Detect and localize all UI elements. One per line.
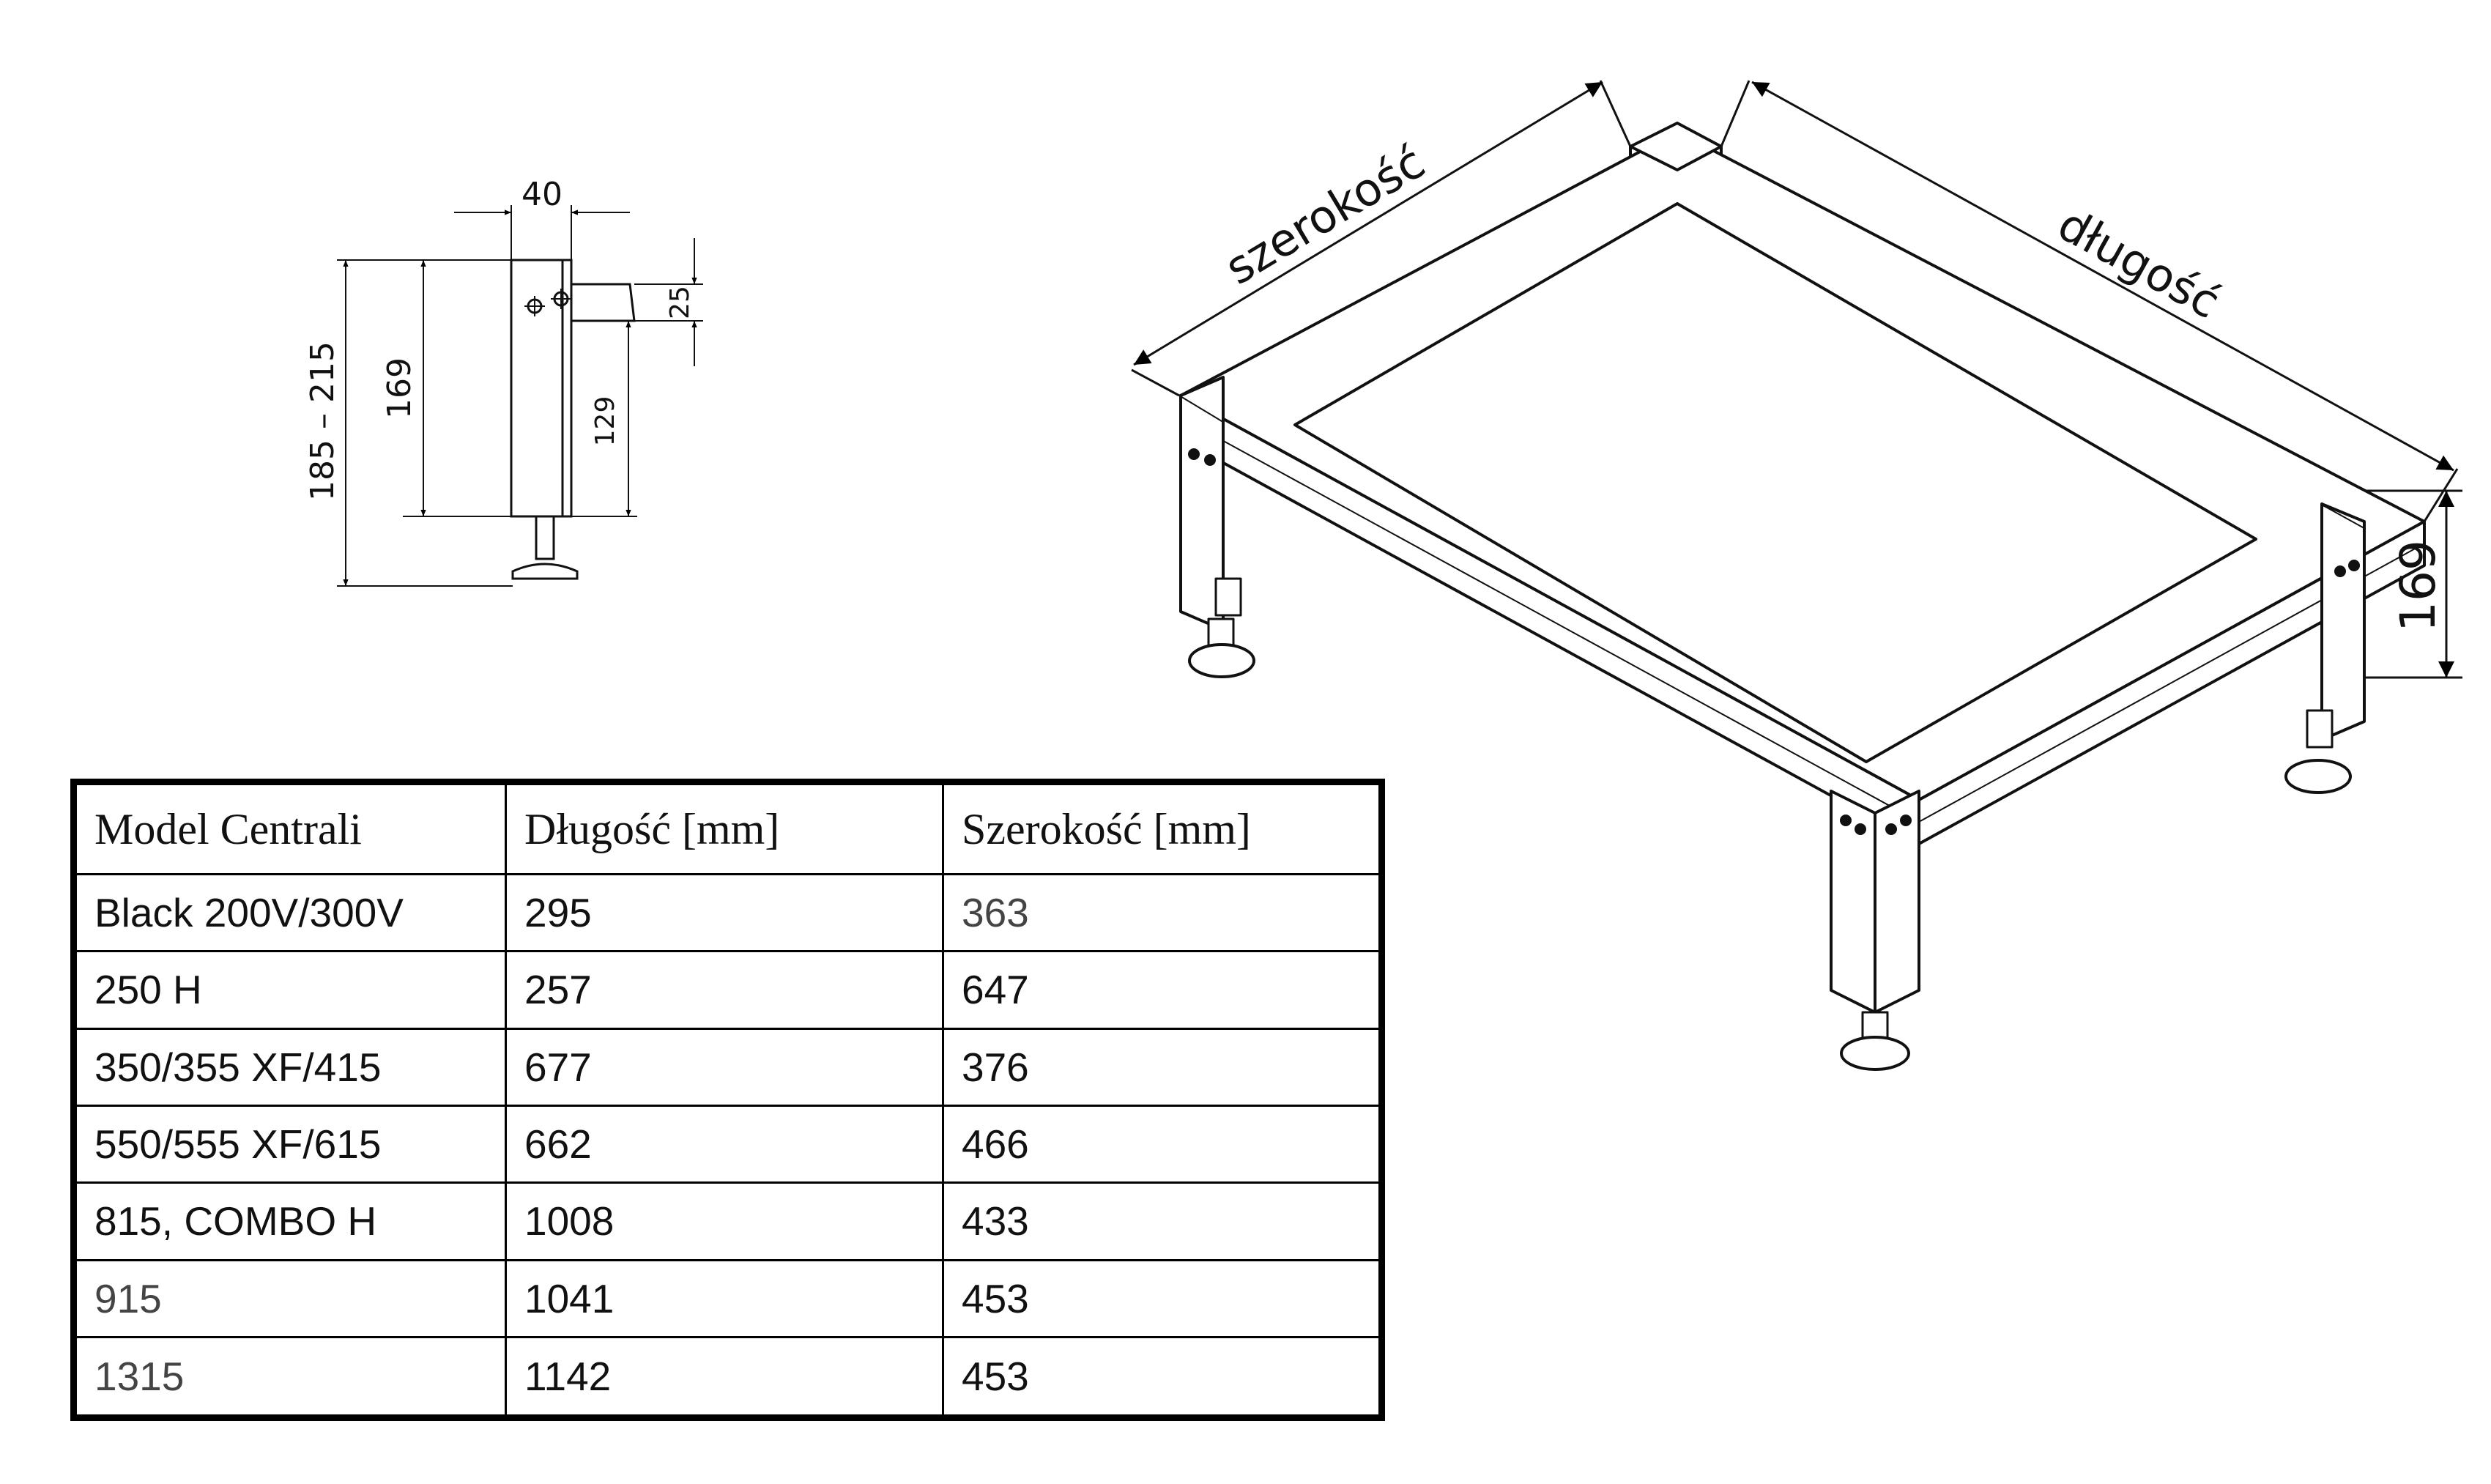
dim-total-range-label: 185 – 215: [304, 341, 341, 501]
cell-model: 250 H: [73, 950, 507, 1030]
table-row: 1315 1142 453: [73, 1335, 1383, 1420]
cell-model: Black 200V/300V: [73, 872, 507, 953]
cell-model: 915: [73, 1258, 507, 1338]
cell-width: 433: [942, 1181, 1383, 1261]
cell-width: 647: [942, 950, 1383, 1030]
foot-right: [2284, 759, 2352, 794]
table-row: 915 1041 453: [73, 1258, 1383, 1338]
iso-width-label: szerokość: [1216, 135, 1433, 295]
cell-length: 1041: [505, 1258, 944, 1338]
cell-length: 257: [505, 950, 944, 1030]
cell-width: 453: [942, 1258, 1383, 1338]
table-row: 815, COMBO H 1008 433: [73, 1181, 1383, 1261]
header-width: Szerokość [mm]: [942, 781, 1383, 875]
header-length: Długość [mm]: [505, 781, 944, 875]
cell-width: 376: [942, 1027, 1383, 1107]
cell-length: 295: [505, 872, 944, 953]
dim-top-label: 25: [665, 286, 695, 319]
cell-width: 363: [942, 872, 1383, 953]
header-model: Model Centrali: [73, 781, 507, 875]
table-row: 550/555 XF/615 662 466: [73, 1104, 1383, 1184]
cell-width: 466: [942, 1104, 1383, 1184]
table-row: 250 H 257 647: [73, 950, 1383, 1030]
side-view: [337, 205, 703, 587]
dim-height-label: 169: [381, 357, 418, 419]
table-row: 350/355 XF/415 677 376: [73, 1027, 1383, 1107]
model-dimensions-table: Model Centrali Długość [mm] Szerokość [m…: [70, 779, 1385, 1421]
cell-width: 453: [942, 1335, 1383, 1420]
iso-length-label: długość: [2049, 197, 2229, 329]
leveling-foot: [511, 563, 579, 580]
dim-width-line: [1133, 81, 1603, 366]
cell-length: 662: [505, 1104, 944, 1184]
table-header-row: Model Centrali Długość [mm] Szerokość [m…: [73, 781, 1383, 875]
foot-front: [1840, 1036, 1910, 1071]
cell-model: 815, COMBO H: [73, 1181, 507, 1261]
cell-model: 550/555 XF/615: [73, 1104, 507, 1184]
cell-length: 1142: [505, 1335, 944, 1420]
cell-length: 1008: [505, 1181, 944, 1261]
cell-length: 677: [505, 1027, 944, 1107]
iso-height-label: 169: [2390, 540, 2446, 632]
dim-width-label: 40: [521, 176, 563, 213]
table-row: Black 200V/300V 295 363: [73, 872, 1383, 953]
leg-right: [2320, 502, 2366, 741]
foot-left: [1188, 643, 1255, 678]
cell-model: 350/355 XF/415: [73, 1027, 507, 1107]
dim-lower-label: 129: [590, 396, 620, 447]
cell-model: 1315: [73, 1335, 507, 1420]
dim-length-line: [1751, 81, 2454, 472]
frame-profile: [571, 283, 636, 322]
